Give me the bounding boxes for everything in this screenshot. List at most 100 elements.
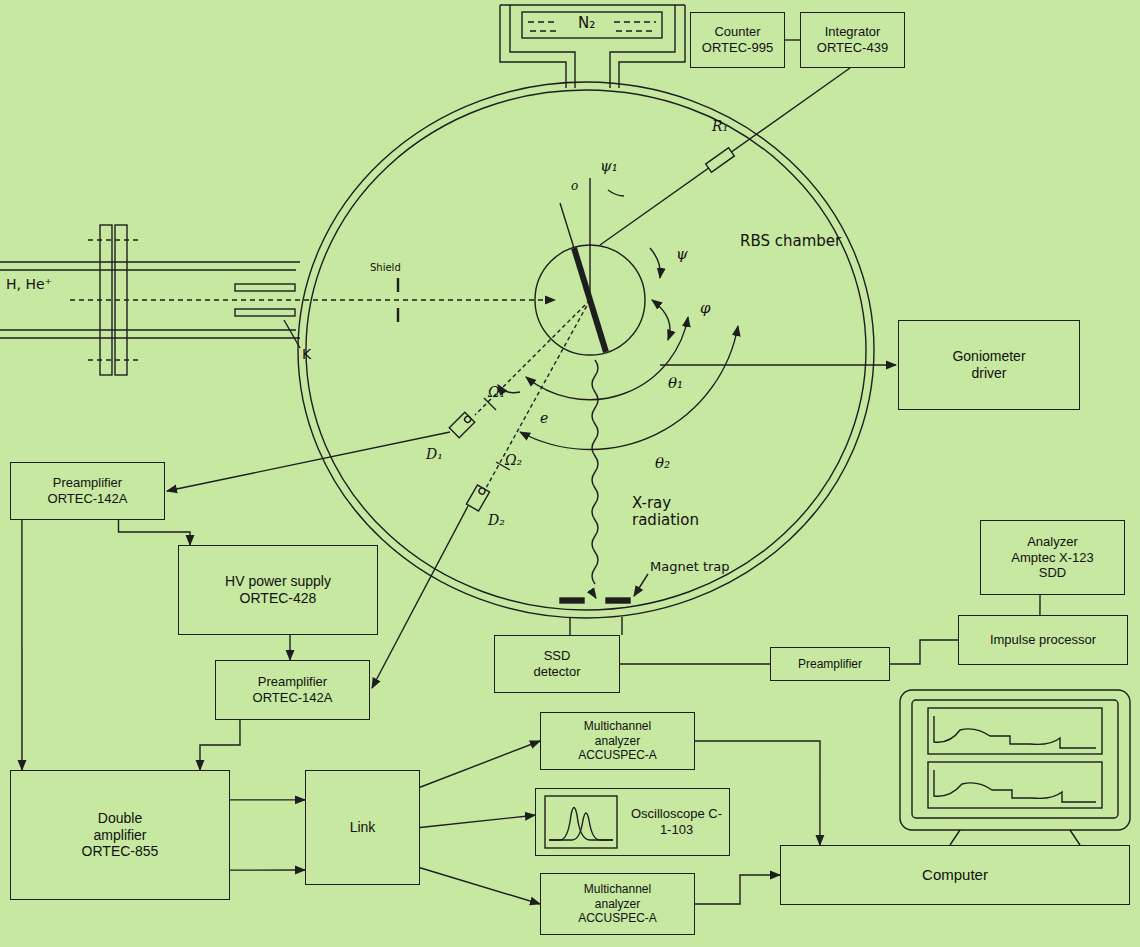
solid-angle-label: Ω₂ — [505, 452, 522, 468]
sample-holder — [650, 248, 660, 278]
signal-connector — [695, 741, 820, 845]
monitor-drawing — [928, 762, 1102, 808]
monitor-drawing — [912, 700, 1118, 818]
oscilloscope-screen — [545, 796, 617, 848]
oscilloscope-screen — [545, 796, 617, 848]
integrator-wire — [706, 148, 735, 172]
detectors — [478, 487, 486, 495]
detector-wires — [167, 432, 468, 688]
box-text: Preamplifier — [798, 657, 862, 671]
magnet-trap — [634, 574, 648, 596]
deflector-plates — [284, 320, 300, 348]
angle-label: θ₂ — [655, 455, 670, 472]
magnet-trap — [606, 598, 630, 603]
sample-holder — [608, 190, 624, 196]
signal-connector — [420, 741, 540, 787]
detector-label: D₁ — [426, 446, 443, 462]
box-text: Computer — [922, 866, 988, 884]
radiation-label: X-ray radiation — [632, 495, 732, 530]
box-text: HV power supply ORTEC-428 — [203, 573, 353, 607]
detectors — [449, 412, 474, 437]
processor-box: Impulse processor — [958, 615, 1128, 665]
box-text: SSD detector — [521, 648, 593, 679]
box-text: Multichannel analyzer ACCUSPEC-A — [568, 719, 668, 762]
sample-holder — [652, 300, 670, 340]
detectors — [466, 485, 489, 511]
monitor-drawing — [928, 708, 1102, 754]
integrator-wire — [600, 68, 850, 245]
detector-port — [570, 617, 622, 635]
signal-connector — [289, 635, 290, 660]
nitrogen-dewar — [500, 5, 685, 88]
signal-connector — [230, 799, 305, 800]
shield-label: Shield — [370, 262, 401, 274]
analyzer-box: Analyzer Amptec X-123 SDD — [980, 520, 1125, 595]
resistor-label: R₁ — [712, 118, 728, 134]
oscilloscope-screen — [549, 808, 613, 841]
signal-connector — [785, 39, 800, 40]
power-supply-box: HV power supply ORTEC-428 — [178, 545, 378, 635]
signal-connector — [695, 875, 780, 904]
signal-connector — [230, 869, 305, 870]
magnet-trap — [560, 574, 648, 603]
amplifier-box: Double amplifier ORTEC-855 — [10, 770, 230, 900]
solid-angle-label: Ω₁ — [488, 384, 505, 400]
preamplifier-box: Preamplifier ORTEC-142A — [215, 660, 370, 720]
signal-connector — [1039, 595, 1040, 615]
nitrogen-dewar — [522, 12, 662, 38]
angle-label: ψ₁ — [600, 158, 618, 175]
plate-label: K — [302, 346, 311, 362]
sample-holder — [560, 178, 590, 300]
nitrogen-dewar — [500, 5, 685, 88]
angle-arcs — [520, 326, 738, 450]
particle-label: e — [540, 410, 548, 426]
integrator-wire — [600, 68, 850, 245]
box-text: Preamplifier ORTEC-142A — [32, 475, 144, 506]
monitor-drawing — [900, 690, 1130, 830]
detector-wires — [372, 506, 468, 688]
detector-wires — [167, 432, 450, 491]
ion-beam — [70, 299, 555, 300]
box-text: Double amplifier ORTEC-855 — [73, 810, 168, 860]
counter-box: Counter ORTEC-995 — [690, 12, 785, 68]
monitor-drawing — [950, 830, 1080, 845]
magnet-trap — [560, 598, 584, 603]
preamplifier-box: Preamplifier ORTEC-142A — [10, 462, 165, 520]
box-text: Oscilloscope C-1-103 — [629, 806, 724, 837]
chamber-wall — [298, 82, 874, 618]
angle-label: φ — [700, 300, 711, 317]
deflector-plates — [235, 284, 295, 291]
detector-box: SSD detector — [494, 635, 620, 693]
deflector-plates — [235, 309, 295, 316]
chamber-wall — [306, 90, 866, 610]
angle-arcs — [526, 317, 688, 400]
box-text: Analyzer Amptec X-123 SDD — [1005, 534, 1100, 581]
link-box: Link — [305, 770, 420, 885]
shield — [397, 278, 399, 322]
scattered-paths — [486, 300, 590, 488]
signal-connector — [620, 663, 770, 664]
point-label: o — [571, 180, 578, 194]
shield — [397, 278, 398, 322]
detector-port — [570, 617, 622, 635]
oscilloscope-screen — [549, 813, 613, 840]
monitor-drawing — [934, 716, 1096, 748]
box-text: Impulse processor — [990, 632, 1096, 648]
dewar-label: N₂ — [578, 15, 595, 32]
illustration-part — [0, 5, 1130, 848]
trap-label: Magnet trap — [650, 560, 730, 575]
multichannel-analyzer-box: Multichannel analyzer ACCUSPEC-A — [540, 873, 695, 935]
xray-path — [592, 360, 598, 598]
chamber-label: RBS chamber — [740, 233, 841, 250]
goniometer-shaft — [660, 364, 896, 365]
ion-beam — [70, 299, 555, 300]
detectors — [449, 398, 510, 511]
monitor-drawing — [900, 690, 1130, 845]
signal-connector — [420, 815, 535, 827]
sample-holder — [535, 178, 670, 355]
box-text: Preamplifier ORTEC-142A — [237, 674, 349, 705]
detectors — [466, 485, 489, 511]
monitor-drawing — [934, 770, 1096, 802]
preamplifier-box: Preamplifier — [770, 647, 890, 681]
